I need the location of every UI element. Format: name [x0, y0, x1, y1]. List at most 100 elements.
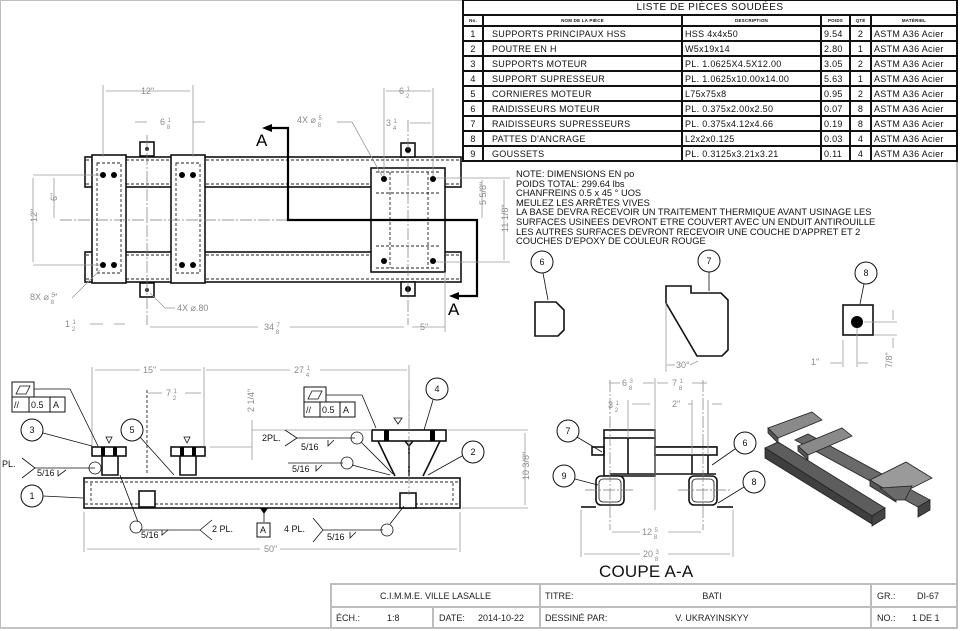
parts-list: LISTE DE PIÈCES SOUDÉES No. NOM DE LA PI… — [462, 0, 958, 162]
title-value: BATI — [702, 591, 722, 601]
svg-text:A: A — [260, 525, 266, 535]
svg-text:5/16: 5/16 — [292, 464, 310, 474]
cut-label-a-bottom: A — [448, 300, 460, 319]
svg-text:1": 1" — [811, 357, 819, 367]
svg-text:12 58: 12 58 — [642, 527, 659, 541]
svg-text:A: A — [343, 405, 349, 415]
note-line: LA BASE DEVRA RECEVOIR UN TRAITEMENT THE… — [516, 207, 872, 218]
svg-text:4 PL.: 4 PL. — [284, 524, 305, 534]
section-label: COUPE A-A — [599, 562, 694, 581]
date-value: 2014-10-22 — [478, 613, 525, 623]
parts-list-title: LISTE DE PIÈCES SOUDÉES — [464, 1, 956, 16]
svg-text:7: 7 — [565, 426, 570, 436]
parts-list-table: No. NOM DE LA PIÈCE DESCRIPTION POIDS QT… — [464, 16, 956, 160]
group-label: GR.: — [877, 591, 896, 601]
svg-text:11 1/8": 11 1/8" — [500, 204, 510, 232]
header-description: DESCRIPTION — [682, 16, 822, 27]
header-weight: POIDS — [821, 16, 851, 27]
svg-text:6: 6 — [539, 257, 544, 267]
svg-text:7 18: 7 18 — [672, 378, 684, 392]
svg-text:6": 6" — [49, 193, 59, 201]
note-line: CHANFREINS 0.5 x 45 ° UOS — [516, 188, 642, 199]
svg-text:30°: 30° — [676, 360, 690, 370]
group-value: DI-67 — [917, 591, 940, 601]
scale-value: 1:8 — [387, 613, 400, 623]
svg-text:34 78: 34 78 — [264, 322, 281, 336]
front-hss — [83, 477, 461, 509]
svg-text:8: 8 — [751, 477, 756, 487]
svg-text:4X ⌀ 58: 4X ⌀ 58 — [297, 115, 322, 129]
svg-text:6 12: 6 12 — [399, 86, 411, 100]
svg-text:12": 12" — [29, 209, 39, 222]
svg-text:5: 5 — [129, 425, 134, 435]
note-line: SURFACES USINEES DEVRONT ETRE COUVERT AV… — [516, 216, 876, 227]
drawn-by-label: DESSINÉ PAR: — [545, 613, 608, 623]
drawing-notes: NOTE: DIMENSIONS EN po POIDS TOTAL: 299.… — [516, 169, 876, 247]
detail-views: 6 7 30° 8 1" 7/8" — [530, 249, 897, 372]
drawn-by-value: V. UKRAYINSKYY — [675, 613, 749, 623]
note-line: COUCHES D'EPOXY DE COULEUR ROUGE — [516, 236, 706, 247]
svg-text:6 38: 6 38 — [622, 378, 634, 392]
svg-text:2PL.: 2PL. — [262, 433, 281, 443]
hss-rail-bottom — [84, 251, 462, 283]
svg-text:1 12: 1 12 — [65, 319, 77, 333]
svg-text:12": 12" — [141, 86, 154, 96]
svg-text:2: 2 — [470, 447, 475, 457]
svg-text:10 3/8": 10 3/8" — [521, 452, 531, 480]
svg-text:5": 5" — [420, 322, 428, 332]
svg-text:2 PL.: 2 PL. — [212, 524, 233, 534]
svg-text:4X ⌀.80: 4X ⌀.80 — [177, 303, 208, 313]
svg-text:6: 6 — [742, 438, 747, 448]
svg-text:PL.: PL. — [2, 459, 16, 469]
header-material: MATÉRIEL — [871, 16, 956, 27]
title-label: TITRE: — [545, 591, 574, 601]
svg-text:8: 8 — [863, 268, 868, 278]
svg-text:6 18: 6 18 — [160, 117, 172, 131]
front-balloons: 1 3 5 4 2 — [20, 377, 485, 508]
svg-text:2": 2" — [672, 399, 680, 409]
svg-text:7/8": 7/8" — [884, 352, 894, 368]
note-line: MEULEZ LES ARRÊTES VIVES — [516, 197, 650, 208]
isometric-view — [764, 411, 933, 527]
parts-list-header: No. NOM DE LA PIÈCE DESCRIPTION POIDS QT… — [464, 16, 956, 27]
svg-text:0.5: 0.5 — [322, 405, 335, 415]
title-block: C.I.M.M.E. VILLE LASALLE TITRE: BATI GR.… — [330, 583, 958, 629]
svg-text:5/16: 5/16 — [327, 532, 345, 542]
svg-text:7 12: 7 12 — [166, 388, 178, 402]
sheet-label: NO.: — [877, 613, 896, 623]
svg-text:A: A — [53, 400, 59, 410]
svg-text://: // — [306, 405, 312, 415]
svg-text:5 5/8": 5 5/8" — [478, 182, 488, 205]
svg-text:15": 15" — [143, 365, 156, 375]
svg-text:7: 7 — [706, 256, 711, 266]
svg-text:5/16: 5/16 — [301, 442, 319, 452]
sheet-value: 1 DE 1 — [912, 613, 940, 623]
svg-text:3: 3 — [29, 425, 34, 435]
note-line: POIDS TOTAL: 299.64 lbs — [516, 178, 625, 189]
note-line: LES AUTRES SURFACES DEVRONT RECEVOIR UNE… — [516, 226, 861, 237]
hss-rail-top — [84, 156, 462, 188]
svg-text:5/16: 5/16 — [37, 468, 55, 478]
svg-text:3 14: 3 14 — [386, 118, 398, 132]
school-name: C.I.M.M.E. VILLE LASALLE — [379, 591, 492, 601]
svg-text:8X ⌀ 58": 8X ⌀ 58" — [30, 292, 57, 306]
svg-text:27 14: 27 14 — [294, 365, 311, 379]
scale-label: ÉCH.: — [336, 613, 361, 623]
header-qty: QTÉ — [850, 16, 872, 27]
svg-text:5/16: 5/16 — [141, 530, 159, 540]
date-label: DATE: — [439, 613, 465, 623]
svg-text:2 1/4": 2 1/4" — [246, 389, 256, 412]
note-line: NOTE: DIMENSIONS EN po — [516, 169, 635, 179]
header-name: NOM DE LA PIÈCE — [483, 16, 683, 27]
svg-text:4: 4 — [434, 384, 439, 394]
